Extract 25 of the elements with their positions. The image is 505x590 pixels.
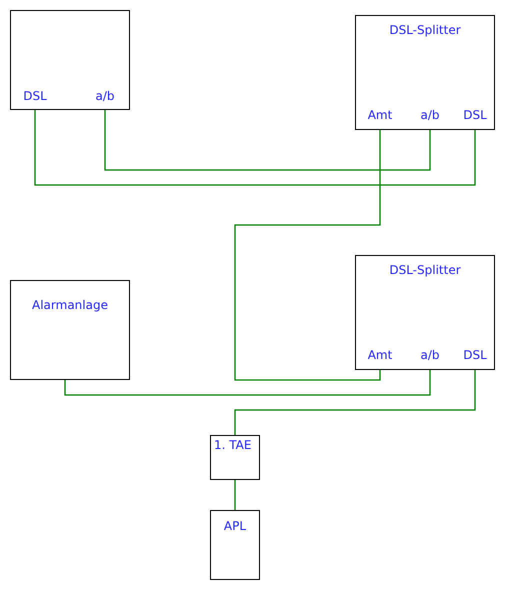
cable-line — [64, 369, 431, 396]
port-label: a/b — [415, 348, 445, 369]
device-name: Alarmanlage — [31, 298, 109, 313]
cable-line — [234, 480, 236, 510]
device-name: APL — [222, 519, 248, 534]
device-box — [210, 435, 260, 480]
port-label: Amt — [365, 348, 395, 369]
device-name: 1. TAE — [214, 438, 252, 453]
cable-line — [234, 129, 381, 381]
device-box — [210, 510, 260, 580]
device-box — [355, 255, 495, 370]
port-label: DSL — [460, 348, 490, 369]
device-box — [10, 280, 130, 380]
port-label: a/b — [90, 89, 120, 109]
device-box — [355, 15, 495, 130]
device-name: DSL-Splitter — [388, 263, 462, 278]
device-name: DSL-Splitter — [388, 23, 462, 38]
cable-line — [34, 109, 476, 186]
port-label: Amt — [365, 108, 395, 129]
cable-line — [104, 109, 431, 171]
device-box — [10, 10, 130, 110]
port-label: DSL — [460, 108, 490, 129]
port-label: DSL — [20, 89, 50, 109]
port-label: a/b — [415, 108, 445, 129]
cable-line — [234, 369, 476, 435]
